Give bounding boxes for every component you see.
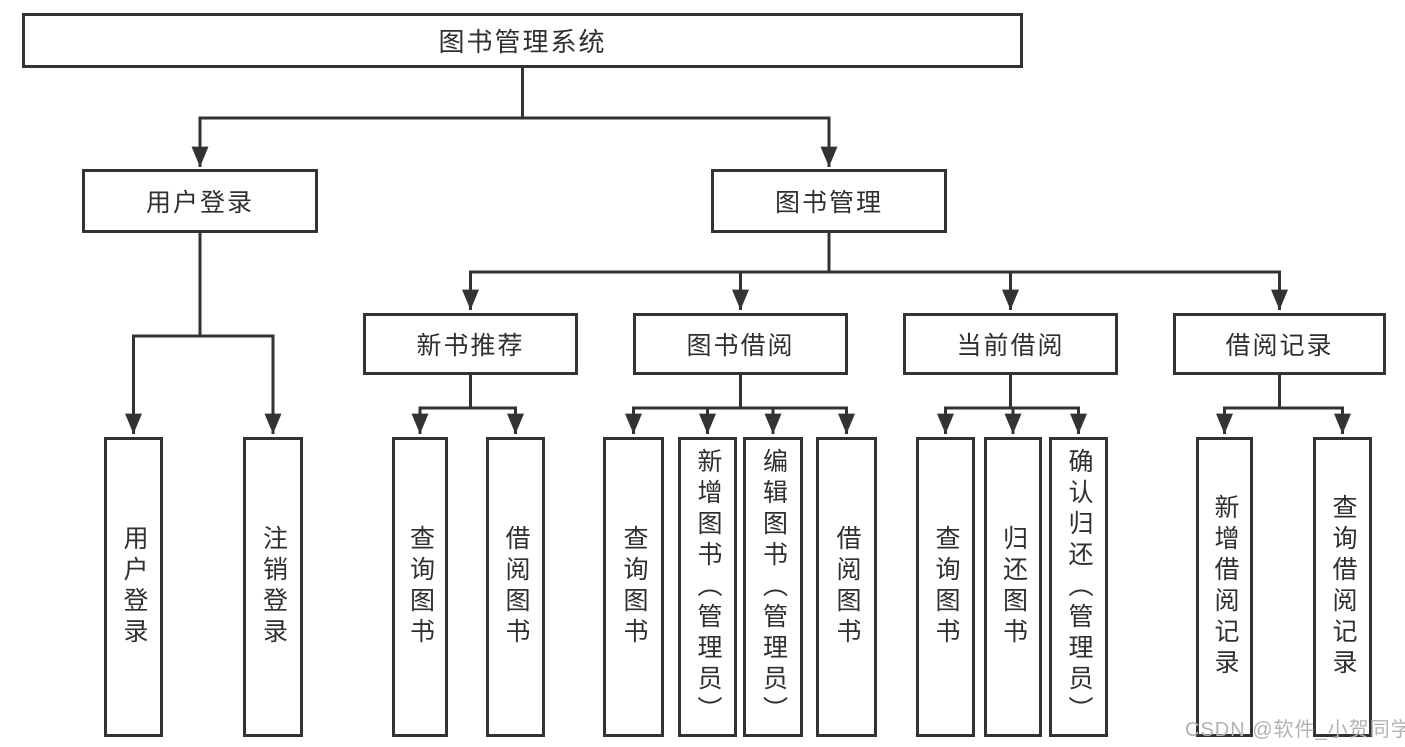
node-label: 归还图书 (999, 525, 1028, 649)
leaf-user-login: 用户登录 (104, 437, 163, 737)
leaf-query-borrow-record: 查询借阅记录 (1313, 437, 1372, 737)
leaf-add-book-admin: 新增图书（管理员） (678, 437, 737, 737)
leaf-edit-book-admin: 编辑图书（管理员） (743, 437, 803, 737)
node-label: 新增借阅记录 (1211, 494, 1239, 680)
leaf-borrow-book-recommend: 借阅图书 (486, 437, 545, 737)
node-label: 借阅图书 (502, 525, 530, 649)
node-label: 借阅图书 (833, 525, 861, 649)
node-label: 查询借阅记录 (1329, 494, 1357, 680)
node-label: 查询图书 (932, 525, 960, 649)
node-label: 查询图书 (620, 525, 648, 649)
node-label: 图书借阅 (686, 332, 795, 360)
node-label: 新增图书（管理员） (694, 447, 722, 727)
node-user-login: 用户登录 (82, 169, 318, 233)
leaf-borrow-book: 借阅图书 (816, 437, 877, 737)
node-label: 当前借阅 (956, 332, 1065, 360)
node-label: 注销登录 (259, 525, 288, 649)
node-borrowing-records: 借阅记录 (1173, 313, 1386, 375)
leaf-query-book-borrowing: 查询图书 (603, 437, 664, 737)
leaf-logout: 注销登录 (243, 437, 303, 737)
leaf-confirm-return-admin: 确认归还（管理员） (1049, 437, 1108, 737)
node-current-borrowing: 当前借阅 (903, 313, 1118, 375)
node-label: 图书管理系统 (438, 27, 607, 57)
node-book-management: 图书管理 (711, 169, 947, 233)
node-label: 借阅记录 (1225, 332, 1334, 360)
node-book-borrowing: 图书借阅 (633, 313, 848, 375)
node-label: 查询图书 (406, 525, 435, 649)
leaf-add-borrow-record: 新增借阅记录 (1196, 437, 1253, 737)
leaf-query-book-current: 查询图书 (916, 437, 975, 737)
node-new-book-recommendation: 新书推荐 (363, 313, 578, 375)
leaf-return-book: 归还图书 (984, 437, 1042, 737)
node-library-management-system: 图书管理系统 (22, 13, 1023, 68)
csdn-watermark: CSDN @软件_小贺同学 (1185, 719, 1405, 741)
node-label: 用户登录 (145, 189, 254, 217)
node-label: 编辑图书（管理员） (759, 447, 788, 727)
node-label: 确认归还（管理员） (1065, 447, 1093, 727)
node-label: 图书管理 (774, 189, 883, 217)
node-label: 用户登录 (120, 525, 148, 649)
leaf-query-book-recommend: 查询图书 (392, 437, 448, 737)
node-label: 新书推荐 (416, 332, 525, 360)
